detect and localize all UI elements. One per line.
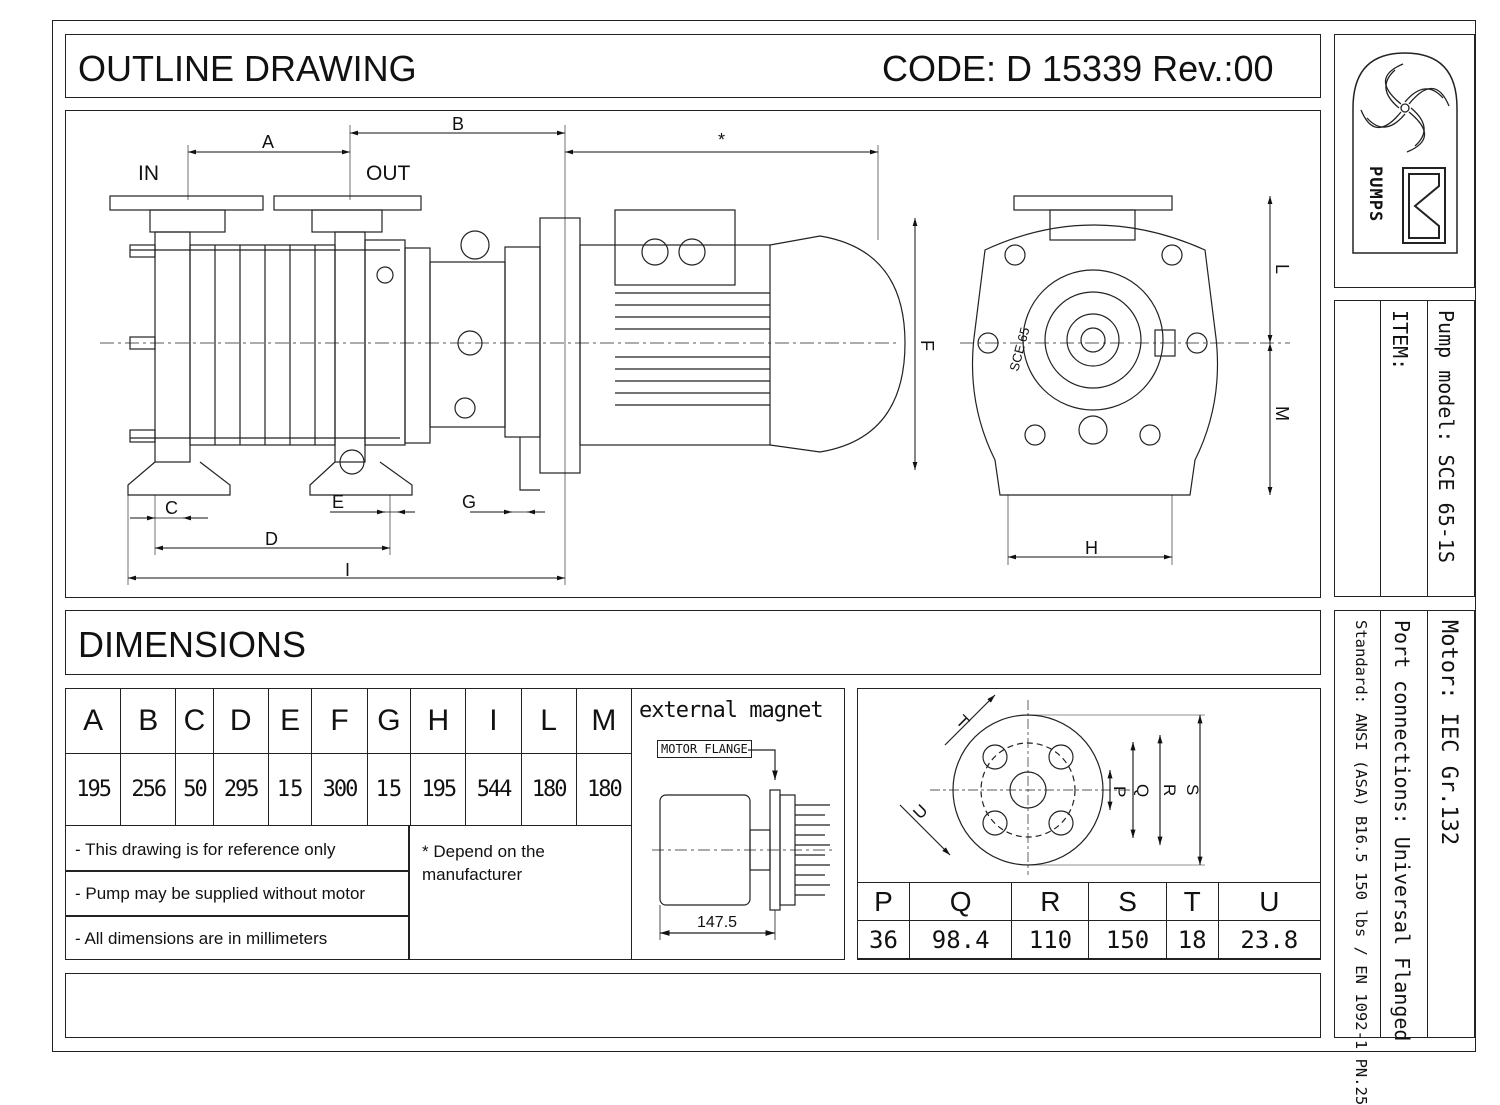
flange-header: R bbox=[1011, 882, 1090, 921]
magnet-title: external magnet bbox=[639, 698, 824, 723]
dim-header: C bbox=[175, 688, 214, 754]
flange-label-u: U bbox=[909, 801, 931, 823]
dim-header: F bbox=[311, 688, 368, 754]
flange-drawing: T U P Q R S bbox=[899, 694, 1205, 875]
flange-header: Q bbox=[909, 882, 1013, 921]
dim-header: L bbox=[520, 688, 577, 754]
motor-text: Motor: IEC Gr.132 bbox=[1436, 620, 1461, 846]
label-l: L bbox=[1272, 264, 1292, 274]
flange-value: 18 bbox=[1165, 920, 1219, 959]
dim-value: 180 bbox=[520, 753, 577, 826]
dim-value: 15 bbox=[366, 753, 412, 826]
label-b: B bbox=[452, 114, 464, 134]
outline-drawing: IN OUT A B * C D E G I H F L M SCE 65 bbox=[100, 114, 1292, 585]
label-m: M bbox=[1272, 406, 1292, 421]
note-without-motor: - Pump may be supplied without motor bbox=[75, 884, 366, 903]
label-star: * bbox=[718, 130, 725, 150]
label-sce: SCE 65 bbox=[1006, 326, 1032, 373]
dim-value: 50 bbox=[175, 753, 214, 826]
flange-value: 98.4 bbox=[909, 920, 1013, 959]
outer-frame bbox=[52, 20, 1476, 1052]
dim-header: G bbox=[366, 688, 412, 754]
flange-header: P bbox=[856, 882, 911, 921]
magnet-dimension: 147.5 bbox=[697, 914, 738, 931]
label-i: I bbox=[345, 560, 350, 580]
dim-header: H bbox=[410, 688, 467, 754]
label-g: G bbox=[462, 492, 476, 512]
flange-table: P Q R S T U 36 98.4 110 150 18 23.8 bbox=[856, 882, 1322, 959]
dim-header: M bbox=[575, 688, 633, 754]
flange-box bbox=[857, 688, 1321, 960]
flange-label-p: P bbox=[1110, 786, 1129, 797]
flange-value: 23.8 bbox=[1217, 920, 1322, 959]
logo-pumps-text: PUMPS bbox=[1365, 166, 1385, 223]
drawing-code: CODE: D 15339 Rev.:00 bbox=[882, 48, 1274, 89]
flange-label-t: T bbox=[952, 711, 973, 732]
drawing-box bbox=[65, 110, 1321, 598]
note-depend: * Depend on the manufacturer bbox=[422, 842, 545, 884]
dim-value: 15 bbox=[267, 753, 313, 826]
note-reference: - This drawing is for reference only bbox=[75, 840, 336, 859]
label-in: IN bbox=[138, 162, 159, 185]
dim-value: 295 bbox=[212, 753, 269, 826]
logo-icon bbox=[1352, 52, 1458, 254]
dimensions-title: DIMENSIONS bbox=[78, 624, 307, 665]
flange-header: T bbox=[1165, 882, 1219, 921]
dim-value: 544 bbox=[465, 753, 522, 826]
item-text: ITEM: bbox=[1388, 310, 1412, 371]
flange-value: 110 bbox=[1011, 920, 1090, 959]
flange-label-r: R bbox=[1160, 784, 1179, 796]
bottom-notes-box bbox=[65, 973, 1321, 1038]
label-out: OUT bbox=[366, 162, 411, 185]
info-panel-top bbox=[1334, 300, 1475, 597]
label-f: F bbox=[917, 340, 937, 351]
flange-header: S bbox=[1088, 882, 1167, 921]
flange-value: 150 bbox=[1088, 920, 1167, 959]
dim-header: B bbox=[120, 688, 177, 754]
info-panel-bottom bbox=[1334, 610, 1475, 1038]
port-connections-text: Port connections: Universal Flanged bbox=[1390, 620, 1414, 1042]
dim-value: 256 bbox=[120, 753, 177, 826]
header-box bbox=[65, 34, 1321, 98]
flange-value: 36 bbox=[856, 920, 911, 959]
magnet-drawing bbox=[652, 749, 835, 940]
dim-value: 180 bbox=[575, 753, 633, 826]
dimensions-table: A B C D E F G H I L M 195 256 50 295 15 … bbox=[64, 688, 633, 826]
label-a: A bbox=[262, 132, 274, 152]
magnet-box bbox=[631, 688, 845, 960]
note-millimeters: - All dimensions are in millimeters bbox=[75, 929, 328, 948]
dimensions-title-box bbox=[65, 610, 1321, 675]
dim-value: 195 bbox=[410, 753, 467, 826]
dim-value: 300 bbox=[311, 753, 368, 826]
dim-header: A bbox=[64, 688, 122, 754]
logo-box bbox=[1334, 34, 1475, 288]
dim-header: E bbox=[267, 688, 313, 754]
label-c: C bbox=[165, 498, 178, 518]
motor-flange-label: MOTOR FLANGE bbox=[657, 740, 752, 758]
label-h: H bbox=[1085, 538, 1098, 558]
dim-value: 195 bbox=[64, 753, 122, 826]
dim-header: I bbox=[465, 688, 522, 754]
pump-model-text: Pump model: SCE 65-1S bbox=[1434, 310, 1458, 563]
flange-label-q: Q bbox=[1133, 784, 1152, 797]
label-d: D bbox=[265, 529, 278, 549]
flange-label-s: S bbox=[1183, 784, 1202, 795]
label-e: E bbox=[332, 492, 344, 512]
flange-header: U bbox=[1217, 882, 1322, 921]
standard-text: Standard: ANSI (ASA) B16.5 150 lbs / EN … bbox=[1352, 620, 1370, 1105]
dim-header: D bbox=[212, 688, 269, 754]
page-title: OUTLINE DRAWING bbox=[78, 48, 417, 89]
